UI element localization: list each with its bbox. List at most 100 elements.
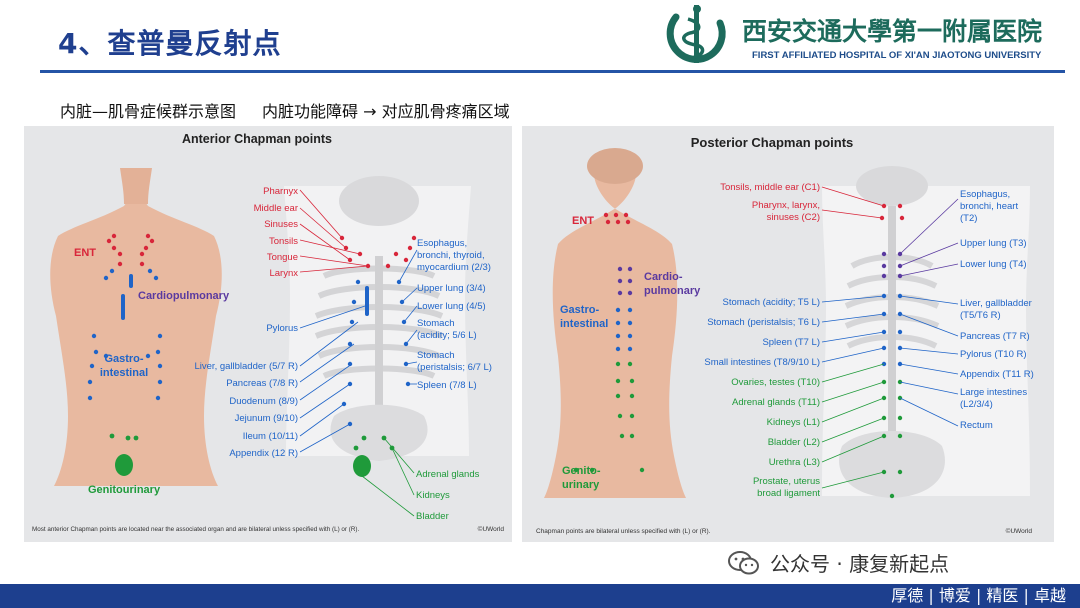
posterior-right-labels: Esophagus, bronchi, heart (T2) Upper lun… <box>960 189 1034 431</box>
label-tongue: Tongue <box>267 252 298 263</box>
label-sinuses-c2: sinuses (C2) <box>767 212 820 223</box>
label-duodenum: Duodenum (8/9) <box>229 396 298 407</box>
label-pancreas: Pancreas (7/8 R) <box>226 378 298 389</box>
label-liver-gallbladder-2: (T5/T6 R) <box>960 310 1001 321</box>
anterior-right-labels: Esophagus, bronchi, thyroid, myocardium … <box>417 238 492 391</box>
label-ileum: Ileum (10/11) <box>243 431 298 442</box>
label-appendix: Appendix (T11 R) <box>960 369 1034 380</box>
label-upper-lung: Upper lung (3/4) <box>417 283 486 294</box>
label-ovaries-testes: Ovaries, testes (T10) <box>731 377 820 388</box>
posterior-left-labels: Stomach (acidity; T5 L) Stomach (perista… <box>704 297 820 368</box>
hospital-emblem-icon <box>666 5 726 63</box>
posterior-ent-dots <box>603 212 631 225</box>
footer-watermark: 公众号 · 康复新起点 <box>770 552 950 576</box>
anterior-diagram: Anterior Chapman points ENT Cardiopulmon… <box>32 132 505 533</box>
anterior-ent-dots <box>106 233 155 267</box>
label-esophagus-2: bronchi, heart <box>960 201 1018 212</box>
label-stomach-acidity: Stomach (acidity; T5 L) <box>722 297 820 308</box>
label-adrenal-glands: Adrenal glands <box>416 469 480 480</box>
label-lower-lung: Lower lung (4/5) <box>417 301 486 312</box>
anterior-gastro-label-2: intestinal <box>100 367 148 379</box>
label-prostate-uterus-2: broad ligament <box>757 488 820 499</box>
label-pylorus: Pylorus (T10 R) <box>960 349 1027 360</box>
label-esophagus-1: Esophagus, <box>960 189 1010 200</box>
label-adrenal-glands: Adrenal glands (T11) <box>732 397 820 408</box>
label-jejunum: Jejunum (9/10) <box>235 413 298 424</box>
label-middle-ear: Middle ear <box>254 203 298 214</box>
label-tonsils-middle-ear: Tonsils, middle ear (C1) <box>720 182 820 193</box>
slide-title: 4、查普曼反射点 <box>58 27 282 60</box>
label-prostate-uterus-1: Prostate, uterus <box>753 476 820 487</box>
posterior-blue-leaders <box>821 295 959 427</box>
posterior-cardio-dots <box>617 266 633 296</box>
posterior-credit: ©UWorld <box>1006 527 1033 535</box>
label-pharynx-larynx: Pharynx, larynx, <box>752 200 820 211</box>
posterior-purple-leaders <box>899 198 959 277</box>
subtitle-right: 内脏功能障碍 → 对应肌骨疼痛区域 <box>262 102 510 121</box>
label-small-intestines: Small intestines (T8/9/10 L) <box>704 357 820 368</box>
posterior-red-leaders <box>821 186 885 219</box>
logo-english-name: FIRST AFFILIATED HOSPITAL OF XI'AN JIAOT… <box>752 50 1042 61</box>
posterior-genito-label-1: Genito- <box>562 465 601 477</box>
posterior-diagram: Posterior Chapman points ENT Cardio- pul… <box>536 135 1034 535</box>
label-esophagus-3: (T2) <box>960 213 977 224</box>
posterior-panel: Posterior Chapman points ENT Cardio- pul… <box>522 126 1054 542</box>
label-large-intestines-1: Large intestines <box>960 387 1027 398</box>
label-spleen: Spleen (7/8 L) <box>417 380 477 391</box>
label-spleen: Spleen (T7 L) <box>762 337 820 348</box>
anterior-cardio-label: Cardiopulmonary <box>138 290 230 302</box>
label-rectum: Rectum <box>960 420 993 431</box>
anterior-skeleton-organ-dots <box>341 279 411 427</box>
label-tonsils: Tonsils <box>269 236 298 247</box>
posterior-gastro-dots <box>615 307 633 352</box>
label-esophagus-3: myocardium (2/3) <box>417 262 491 273</box>
posterior-skeleton-gastro-dots <box>881 293 903 367</box>
subtitle-left: 内脏—肌骨症候群示意图 <box>60 102 237 121</box>
label-appendix: Appendix (12 R) <box>229 448 298 459</box>
posterior-cardio-label-1: Cardio- <box>644 271 683 283</box>
anterior-blue-leaders <box>299 249 418 453</box>
anterior-left-labels: Pylorus Liver, gallbladder (5/7 R) Pancr… <box>195 323 299 459</box>
anterior-genito-label: Genitourinary <box>88 484 161 496</box>
posterior-cardio-label-2: pulmonary <box>644 285 701 297</box>
label-esophagus-2: bronchi, thyroid, <box>417 250 485 261</box>
posterior-green-leaders <box>821 363 885 489</box>
label-stomach-peristalsis-2: (peristalsis; 6/7 L) <box>417 362 492 373</box>
anterior-footnote: Most anterior Chapman points are located… <box>32 526 360 533</box>
footer-mottos: 厚德 | 博爱 | 精医 | 卓越 <box>891 586 1066 605</box>
label-pharnyx: Pharnyx <box>263 186 298 197</box>
anterior-red-labels: Pharnyx Middle ear Sinuses Tonsils Tongu… <box>254 186 299 279</box>
posterior-genito-dots <box>573 361 645 473</box>
logo-chinese-name: 西安交通大學第一附属医院 <box>742 17 1043 46</box>
posterior-green-labels: Ovaries, testes (T10) Adrenal glands (T1… <box>731 377 820 499</box>
label-urethra: Urethra (L3) <box>769 457 820 468</box>
anterior-gastro-label-1: Gastro- <box>104 353 143 365</box>
title-rule <box>40 70 1065 73</box>
label-kidneys: Kidneys (L1) <box>767 417 820 428</box>
anterior-female-torso <box>50 176 222 486</box>
label-larynx: Larynx <box>269 268 298 279</box>
label-bladder: Bladder (L2) <box>768 437 820 448</box>
label-stomach-peristalsis: Stomach (peristalsis; T6 L) <box>707 317 820 328</box>
anterior-cardio-dots <box>103 268 159 320</box>
anterior-genito-dots <box>109 433 139 476</box>
posterior-ent-label: ENT <box>572 215 594 227</box>
label-lower-lung: Lower lung (T4) <box>960 259 1027 270</box>
anterior-title: Anterior Chapman points <box>182 132 332 146</box>
footer-bar <box>0 584 1080 608</box>
subtitle: 内脏—肌骨症候群示意图 内脏功能障碍 → 对应肌骨疼痛区域 <box>60 98 510 122</box>
posterior-torso <box>544 176 686 498</box>
posterior-title: Posterior Chapman points <box>691 135 854 150</box>
posterior-genito-label-2: urinary <box>562 479 600 491</box>
wechat-icon <box>728 551 759 575</box>
anterior-green-labels: Adrenal glands Kidneys Bladder <box>416 469 480 522</box>
label-esophagus-1: Esophagus, <box>417 238 467 249</box>
label-bladder: Bladder <box>416 511 449 522</box>
label-pancreas: Pancreas (T7 R) <box>960 331 1030 342</box>
anterior-ent-label: ENT <box>74 247 96 259</box>
anterior-gastro-dots <box>87 333 163 401</box>
posterior-red-labels: Tonsils, middle ear (C1) Pharynx, larynx… <box>720 182 820 223</box>
anterior-credit: ©UWorld <box>478 525 505 533</box>
label-pylorus: Pylorus <box>266 323 298 334</box>
label-kidneys: Kidneys <box>416 490 450 501</box>
